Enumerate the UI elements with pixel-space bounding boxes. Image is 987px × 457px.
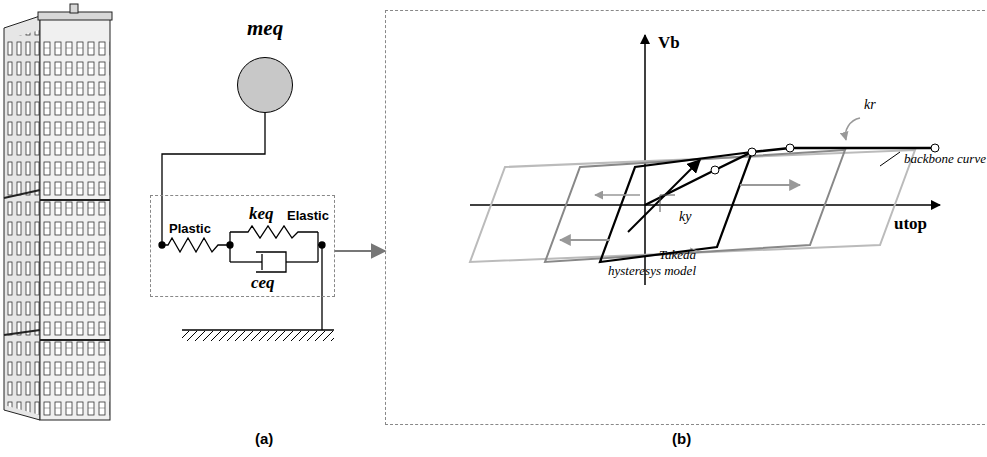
mass-label: meq xyxy=(247,16,283,41)
damping-label: ceq xyxy=(251,273,275,293)
spring-group-box: Plastic keq Elastic ceq xyxy=(150,195,335,297)
mass-link xyxy=(162,113,265,195)
slope-label: ky xyxy=(679,209,691,225)
slope-label: kr xyxy=(864,97,876,113)
zoom-arrow xyxy=(335,250,385,252)
stiffness-label: keq xyxy=(249,204,274,224)
element-label: Elastic xyxy=(287,208,329,223)
curve-label: Takeda hysteresys model xyxy=(606,247,696,279)
element-label: Plastic xyxy=(169,221,211,236)
axis-label: Vb xyxy=(658,33,680,53)
axis-label: utop xyxy=(894,214,927,234)
mass-circle: meq xyxy=(237,57,293,113)
ground-support xyxy=(182,330,334,341)
hysteresis-graph xyxy=(470,35,940,285)
building-illustration xyxy=(4,4,112,420)
curve-label: backbone curve xyxy=(904,151,986,167)
panel-caption: (b) xyxy=(672,430,691,447)
hysteresis-panel: Vb utop backbone curveTakeda hysteresys mo… xyxy=(385,10,987,425)
panel-caption: (a) xyxy=(255,430,273,447)
